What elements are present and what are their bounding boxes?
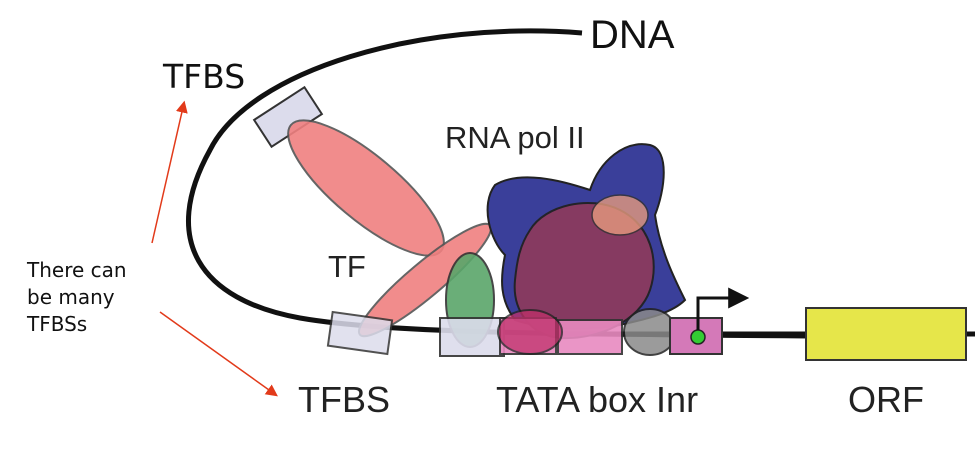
dna-label: DNA [590,13,675,57]
tfbs-top-label: TFBS [162,57,245,96]
orf-box [805,307,967,361]
tfbs-bottom-label: TFBS [298,379,390,420]
orf-label: ORF [848,379,924,420]
tfbs-box-bottom [326,310,394,356]
gray-factor [623,308,677,356]
annotation-arrow-down [159,311,278,397]
rna-pol-label: RNA pol II [445,120,585,155]
tata-inr-label: TATA box Inr [496,379,698,420]
tata-box-2 [557,319,623,355]
tf-upper-domain [287,119,445,257]
rna-pol-ii-cap [591,194,649,236]
inr-start-dot [690,329,706,345]
tss-arrow [696,287,750,330]
note-line-1: There can [26,258,127,282]
tf-label: TF [328,249,366,284]
tbp-oval [497,309,563,355]
note-line-3: TFBSs [26,312,87,336]
annotation-arrow-up [151,100,188,244]
note-line-2: be many [27,285,115,309]
promoter-box-1 [439,317,505,357]
